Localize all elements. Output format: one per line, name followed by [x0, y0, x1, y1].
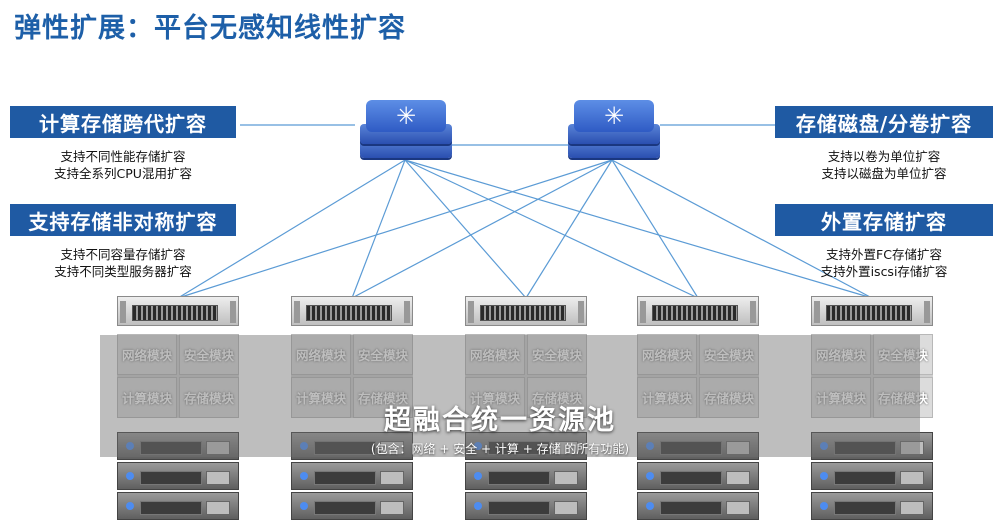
panel-external-storage-label: 外置存储扩容 — [775, 204, 993, 236]
module-security: 安全模块 — [179, 334, 239, 375]
module-network: 网络模块 — [465, 334, 525, 375]
desc-line: 支持外置FC存储扩容 — [826, 247, 942, 262]
module-security: 安全模块 — [353, 334, 413, 375]
module-network: 网络模块 — [291, 334, 351, 375]
network-switch-icon: ✳ — [568, 98, 660, 160]
panel-external-storage-desc: 支持外置FC存储扩容 支持外置iscsi存储扩容 — [775, 246, 993, 280]
module-security: 安全模块 — [873, 334, 933, 375]
resource-pool-overlay — [100, 335, 920, 457]
server-bay — [637, 432, 759, 460]
desc-line: 支持不同性能存储扩容 — [60, 149, 186, 164]
module-compute: 计算模块 — [637, 377, 697, 418]
server-rack: 网络模块 安全模块 计算模块 存储模块 — [465, 296, 587, 526]
module-network: 网络模块 — [637, 334, 697, 375]
switch-1u — [291, 296, 413, 326]
module-storage: 存储模块 — [353, 377, 413, 418]
server-bay — [465, 492, 587, 520]
server-bay — [465, 432, 587, 460]
server-bay — [811, 432, 933, 460]
server-bay — [811, 462, 933, 490]
desc-line: 支持以卷为单位扩容 — [827, 149, 941, 164]
server-rack: 网络模块 安全模块 计算模块 存储模块 — [291, 296, 413, 526]
panel-compute-storage-desc: 支持不同性能存储扩容 支持全系列CPU混用扩容 — [10, 148, 236, 182]
module-storage: 存储模块 — [527, 377, 587, 418]
switch-1u — [811, 296, 933, 326]
module-storage: 存储模块 — [699, 377, 759, 418]
desc-line: 支持不同容量存储扩容 — [60, 247, 186, 262]
module-security: 安全模块 — [527, 334, 587, 375]
server-bay — [637, 462, 759, 490]
module-compute: 计算模块 — [465, 377, 525, 418]
switch-1u — [117, 296, 239, 326]
desc-line: 支持外置iscsi存储扩容 — [820, 264, 948, 279]
module-storage: 存储模块 — [873, 377, 933, 418]
module-compute: 计算模块 — [291, 377, 351, 418]
module-compute: 计算模块 — [811, 377, 871, 418]
module-security: 安全模块 — [699, 334, 759, 375]
panel-disk-volume-desc: 支持以卷为单位扩容 支持以磁盘为单位扩容 — [775, 148, 993, 182]
panel-disk-volume-label: 存储磁盘/分卷扩容 — [775, 106, 993, 138]
desc-line: 支持以磁盘为单位扩容 — [821, 166, 947, 181]
panel-asymmetric-desc: 支持不同容量存储扩容 支持不同类型服务器扩容 — [10, 246, 236, 280]
desc-line: 支持全系列CPU混用扩容 — [54, 166, 192, 181]
server-bay — [291, 462, 413, 490]
module-storage: 存储模块 — [179, 377, 239, 418]
resource-pool-title: 超融合统一资源池 — [384, 405, 616, 436]
module-compute: 计算模块 — [117, 377, 177, 418]
resource-pool-subtitle: (包含：网络 + 安全 + 计算 + 存储 的所有功能) — [370, 442, 630, 456]
server-bay — [291, 492, 413, 520]
server-rack: 网络模块 安全模块 计算模块 存储模块 — [637, 296, 759, 526]
server-bay — [291, 432, 413, 460]
module-network: 网络模块 — [117, 334, 177, 375]
server-bay — [637, 492, 759, 520]
desc-line: 支持不同类型服务器扩容 — [54, 264, 192, 279]
server-bay — [465, 462, 587, 490]
server-bay — [117, 492, 239, 520]
page-title: 弹性扩展：平台无感知线性扩容 — [14, 13, 406, 44]
switch-1u — [465, 296, 587, 326]
panel-compute-storage-label: 计算存储跨代扩容 — [10, 106, 236, 138]
panel-asymmetric-label: 支持存储非对称扩容 — [10, 204, 236, 236]
server-bay — [117, 462, 239, 490]
server-bay — [811, 492, 933, 520]
switch-1u — [637, 296, 759, 326]
network-switch-icon: ✳ — [360, 98, 452, 160]
server-bay — [117, 432, 239, 460]
server-rack: 网络模块 安全模块 计算模块 存储模块 — [811, 296, 933, 526]
server-rack: 网络模块 安全模块 计算模块 存储模块 — [117, 296, 239, 526]
module-network: 网络模块 — [811, 334, 871, 375]
